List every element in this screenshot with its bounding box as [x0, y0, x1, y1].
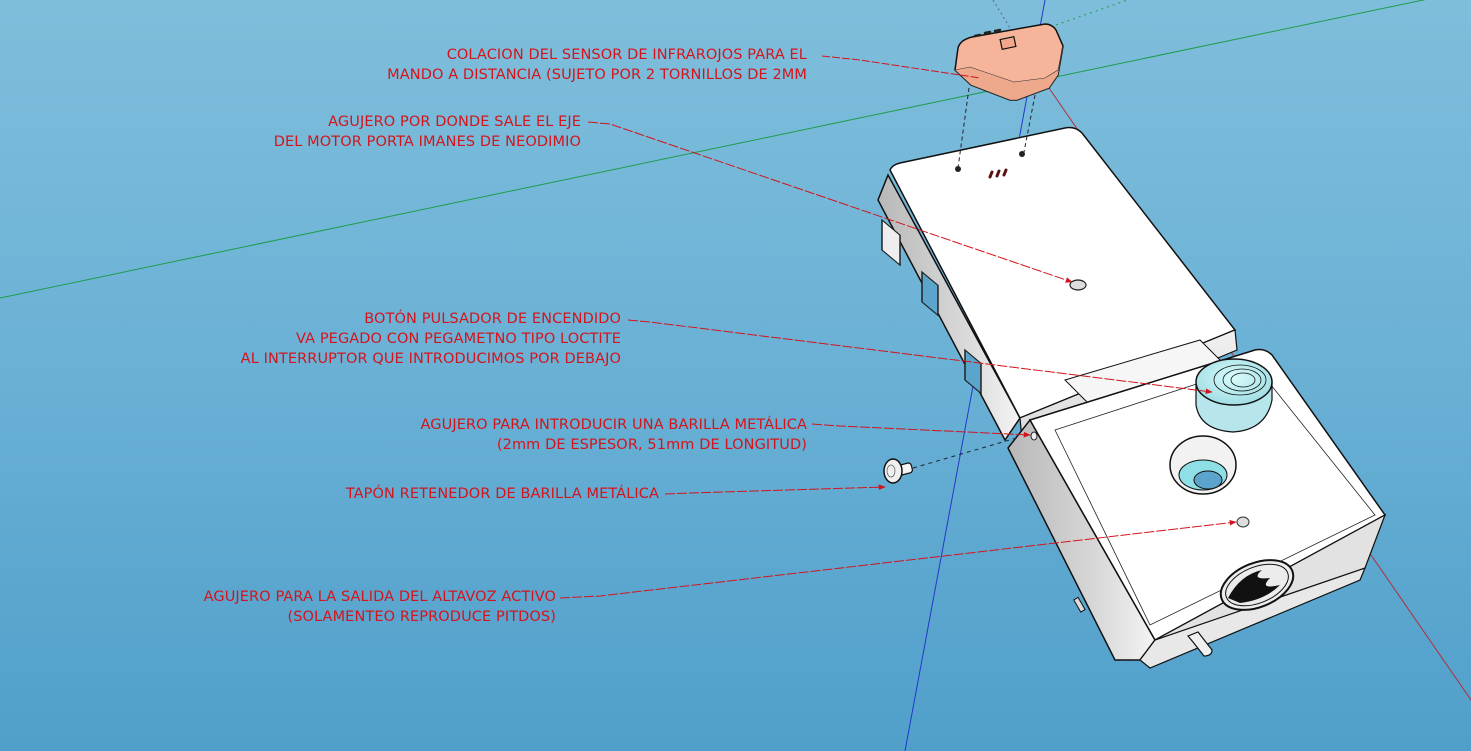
- annotation-motor-shaft-hole: AGUJERO POR DONDE SALE EL EJE DEL MOTOR …: [273, 114, 581, 150]
- annotation-rod-cap: TAPÓN RETENEDOR DE BARILLA METÁLICA: [345, 486, 659, 502]
- annotation-rod-hole: AGUJERO PARA INTRODUCIR UNA BARILLA METÁ…: [420, 417, 807, 453]
- motor-shaft-hole: [1069, 279, 1087, 291]
- ir-receiver-window: [999, 35, 1017, 51]
- push-button[interactable]: [1195, 358, 1273, 433]
- screw-hole: [955, 166, 961, 172]
- annotation-power-button: BOTÓN PULSADOR DE ENCENDIDO VA PEGADO CO…: [240, 311, 621, 367]
- side-window: [881, 218, 901, 267]
- annotation-ir-sensor: COLACION DEL SENSOR DE INFRAROJOS PARA E…: [387, 47, 807, 83]
- lower-enclosure[interactable]: [1007, 348, 1387, 669]
- green-axis: [0, 0, 1426, 299]
- speaker-hole: [1236, 516, 1250, 528]
- rod-hole: [1030, 431, 1038, 441]
- annotation-speaker-hole: AGUJERO PARA LA SALIDA DEL ALTAVOZ ACTIV…: [203, 589, 556, 625]
- screw-hole: [1019, 151, 1025, 157]
- leader-lines: [559, 55, 1237, 599]
- side-window: [964, 348, 982, 395]
- ir-sensor-cover[interactable]: [954, 0, 1471, 169]
- rod-cap[interactable]: [883, 436, 1021, 484]
- vent-slots: [988, 168, 1008, 179]
- logo-badge: [1219, 559, 1295, 611]
- side-window: [921, 270, 939, 317]
